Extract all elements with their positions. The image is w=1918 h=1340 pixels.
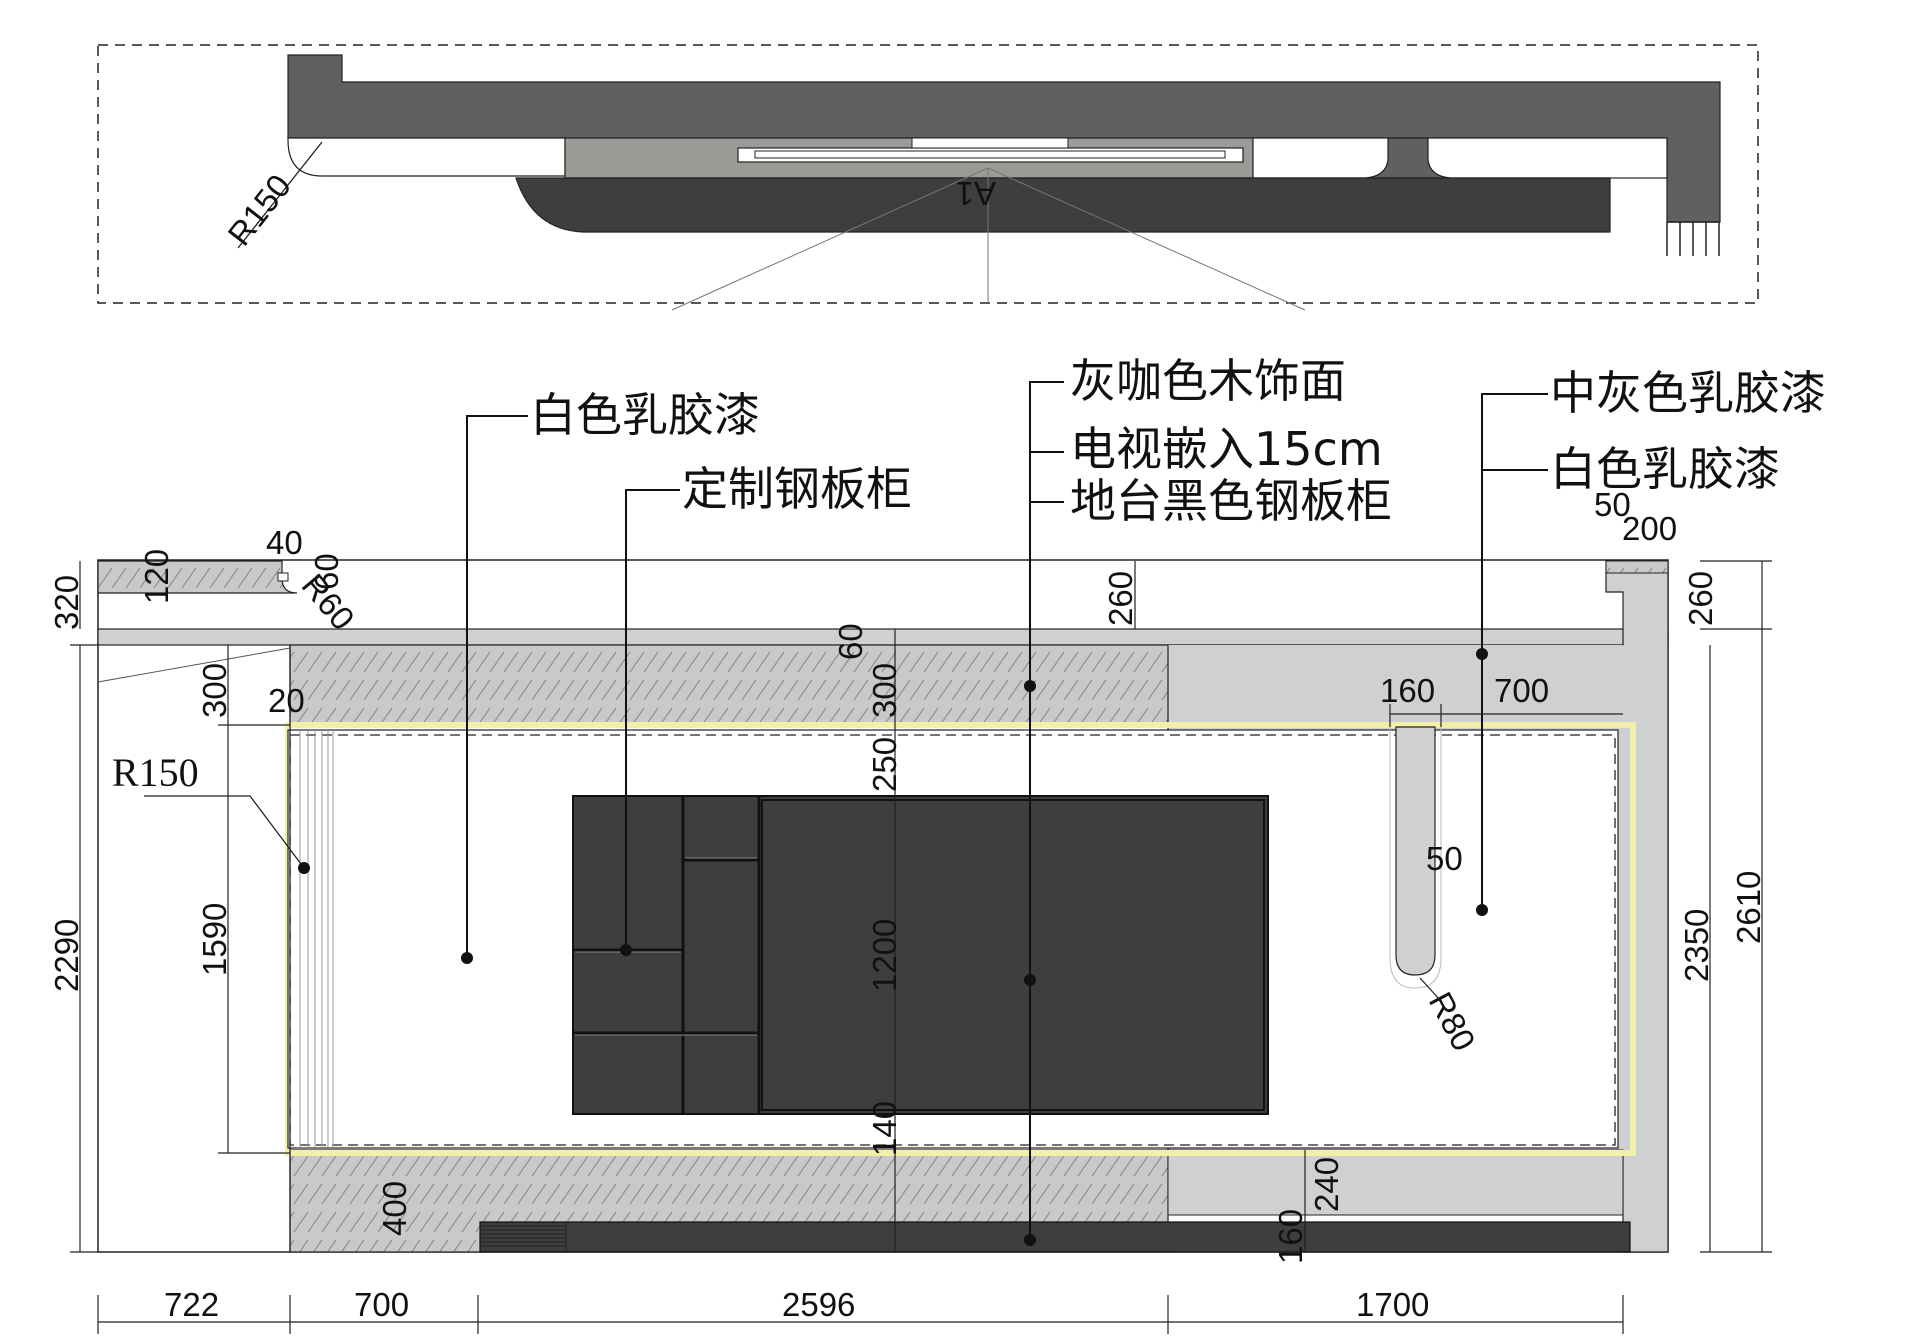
corner-diagonal <box>97 647 291 683</box>
plan-r150-leader <box>237 141 323 249</box>
lower-right-grey <box>1167 1149 1624 1216</box>
curved-edge-lines <box>299 730 334 1148</box>
dim-260-right: 260 <box>1682 571 1719 626</box>
dim-140: 140 <box>866 1101 903 1156</box>
custom-steel-cabinet <box>572 795 1269 1115</box>
dim-120: 120 <box>138 549 175 604</box>
dim-200-right: 200 <box>1622 510 1677 547</box>
dim-1200: 1200 <box>866 919 903 992</box>
dim-20: 20 <box>268 682 305 719</box>
dim-320: 320 <box>48 575 85 630</box>
dim-700-top: 700 <box>1494 672 1549 709</box>
plan-tv-inner <box>754 150 1226 159</box>
right-top-cap <box>1605 560 1669 574</box>
bulkhead-notch <box>277 572 289 582</box>
dim-240: 240 <box>1308 1157 1345 1212</box>
dim-160-bottom: 160 <box>1272 1209 1309 1264</box>
dim-260-mid: 260 <box>1102 571 1139 626</box>
dim-160-top: 160 <box>1380 672 1435 709</box>
floor-cabinet-grill <box>480 1222 567 1252</box>
plan-floor-cabinet <box>515 177 1611 233</box>
plan-stairs <box>1666 221 1720 256</box>
callout-leaders <box>144 381 1548 1246</box>
label-r150: R150 <box>112 750 199 795</box>
dim-1700: 1700 <box>1356 1286 1429 1323</box>
dim-722: 722 <box>164 1286 219 1323</box>
dimension-labels: 40 60 R60 120 320 260 50 200 260 60 300 … <box>48 486 1767 1323</box>
plan-r150-label: R150 <box>220 167 298 252</box>
grey-slot-outline <box>1389 727 1442 989</box>
tv-panel <box>761 799 1265 1111</box>
dim-60-mid: 60 <box>832 623 869 660</box>
floor-black-cabinet <box>479 1221 1631 1253</box>
plan-view: A1 R150 <box>97 44 1759 311</box>
upper-wood-panel <box>289 644 1169 728</box>
label-custom-cabinet: 定制钢板柜 <box>682 462 912 516</box>
plan-right-white <box>1252 137 1668 179</box>
plan-view-lines <box>671 167 1306 311</box>
view-marker-label: A1 <box>956 175 996 212</box>
grey-slot <box>1395 726 1436 976</box>
dim-300-left: 300 <box>196 663 233 718</box>
dim-40: 40 <box>266 524 303 561</box>
r80-leader <box>1419 977 1441 1001</box>
dim-50-right: 50 <box>1594 486 1631 523</box>
callout-labels: 白色乳胶漆 定制钢板柜 灰咖色木饰面 电视嵌入15cm 地台黑色钢板柜 中灰色乳… <box>112 354 1826 795</box>
dim-1590: 1590 <box>196 903 233 976</box>
label-tv-embed: 电视嵌入15cm <box>1070 422 1383 476</box>
elevation-view <box>97 559 1669 1253</box>
plan-boundary-dashed <box>97 44 1759 304</box>
label-grey-coffee-wood: 灰咖色木饰面 <box>1070 354 1346 408</box>
plan-white-strip <box>287 137 566 177</box>
ceiling-bulkhead <box>97 560 298 594</box>
dim-2350: 2350 <box>1678 909 1715 982</box>
dim-50-mid: 50 <box>1426 840 1463 877</box>
dim-400: 400 <box>376 1181 413 1236</box>
label-white-latex-left: 白色乳胶漆 <box>530 388 760 442</box>
label-floor-cabinet: 地台黑色钢板柜 <box>1070 474 1392 528</box>
dim-250: 250 <box>866 737 903 792</box>
dim-2610: 2610 <box>1730 871 1767 944</box>
dim-2290: 2290 <box>48 919 85 992</box>
dim-2596: 2596 <box>782 1286 855 1323</box>
dim-60-top: 60 <box>308 553 345 590</box>
label-mid-grey-latex: 中灰色乳胶漆 <box>1550 366 1826 420</box>
label-white-latex-right: 白色乳胶漆 <box>1550 442 1780 496</box>
dim-300-mid: 300 <box>866 663 903 718</box>
plan-tv-recess <box>911 137 1069 149</box>
dimension-lines <box>70 560 1772 1334</box>
dim-700-bottom: 700 <box>354 1286 409 1323</box>
